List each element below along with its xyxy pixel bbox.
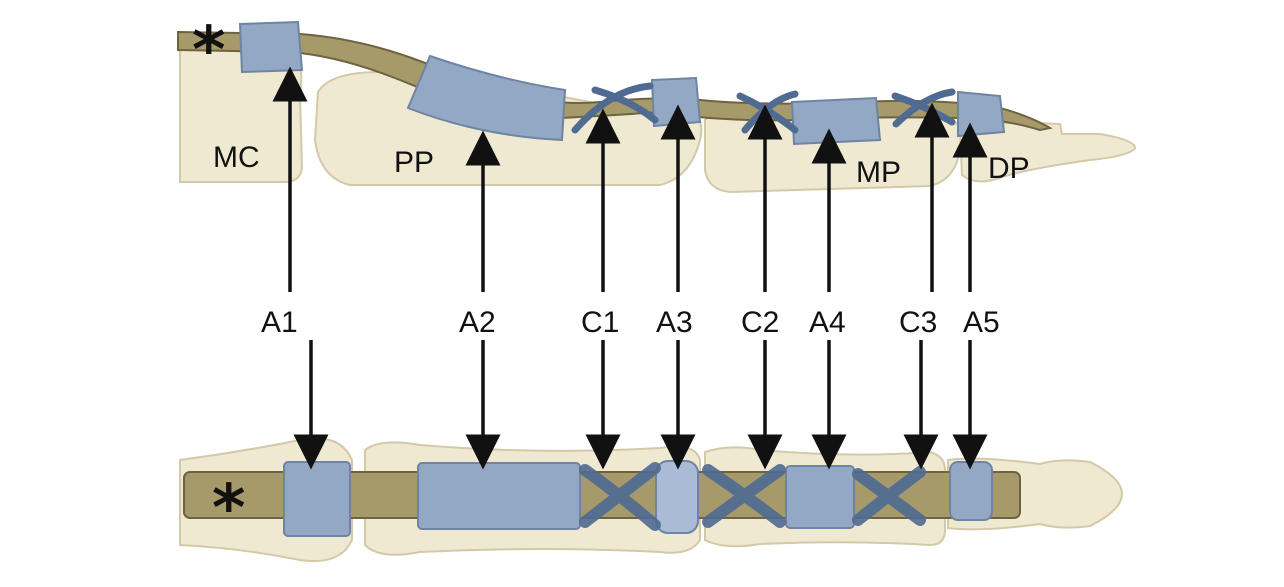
bone-label-dp: DP bbox=[988, 152, 1030, 185]
pulley-a2-lateral bbox=[406, 54, 567, 142]
pulley-a3-lateral bbox=[650, 76, 702, 128]
pulley-a4-lateral bbox=[790, 96, 882, 146]
pulley-c3-palmar bbox=[852, 466, 926, 526]
bone-label-mp: MP bbox=[856, 156, 901, 189]
pulley-labels: A1 A2 C1 A3 C2 A4 C3 A5 bbox=[261, 306, 1000, 339]
pulley-c1-lateral bbox=[571, 82, 659, 134]
pulley-a3-palmar bbox=[655, 460, 699, 534]
pulley-a4-palmar bbox=[785, 465, 855, 529]
pulley-c2-palmar bbox=[702, 464, 786, 528]
pulley-a1-palmar bbox=[283, 461, 351, 537]
pulley-c1-palmar bbox=[579, 462, 661, 531]
bone-label-pp: PP bbox=[394, 146, 434, 179]
palmar-view: * bbox=[179, 437, 1124, 563]
pulley-a5-lateral bbox=[957, 90, 1006, 138]
pulley-a1-lateral bbox=[238, 20, 304, 74]
pulley-a5-palmar bbox=[949, 461, 993, 521]
label-a5: A5 bbox=[963, 306, 1000, 339]
lateral-view: * MC PP MP DP bbox=[177, 14, 1137, 194]
label-a4: A4 bbox=[809, 306, 846, 339]
pulley-arrows bbox=[272, 66, 988, 470]
label-a3: A3 bbox=[656, 306, 693, 339]
label-c3: C3 bbox=[899, 306, 937, 339]
marker-asterisk-bottom: * bbox=[212, 472, 245, 546]
label-a1: A1 bbox=[261, 306, 298, 339]
label-c1: C1 bbox=[581, 306, 619, 339]
marker-asterisk-top: * bbox=[192, 14, 225, 88]
pulley-a2-palmar bbox=[417, 462, 581, 530]
label-a2: A2 bbox=[459, 306, 496, 339]
flexor-tendon-lateral bbox=[177, 30, 1053, 132]
bone-label-mc: MC bbox=[213, 141, 260, 174]
label-c2: C2 bbox=[741, 306, 779, 339]
